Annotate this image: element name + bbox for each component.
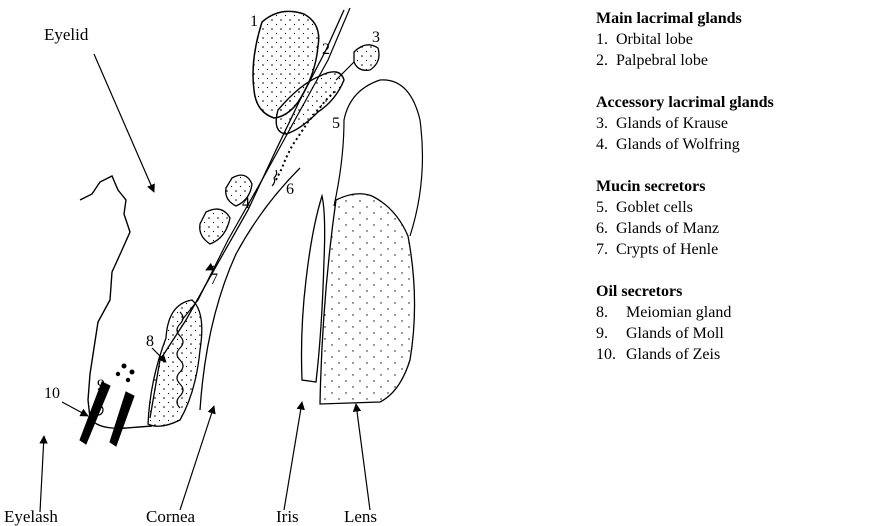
lens-arrow	[356, 404, 370, 510]
glands-of-zeis	[93, 405, 103, 415]
glands-of-krause	[354, 45, 379, 71]
meibomian-gland	[148, 300, 202, 426]
marker-4: 4	[242, 195, 250, 212]
eyelash-arrow	[40, 436, 44, 512]
legend-item: 2. Palpebral lobe	[596, 50, 891, 71]
legend-group-title: Accessory lacrimal glands	[596, 92, 891, 113]
cornea-arrow	[180, 406, 214, 510]
marker-5: 5	[332, 115, 340, 132]
legend-group-title: Oil secretors	[596, 281, 891, 302]
glands-of-moll-c	[116, 372, 120, 376]
glands-of-moll-b	[130, 370, 135, 375]
marker-2: 2	[322, 41, 330, 58]
legend-item: 9. Glands of Moll	[596, 323, 891, 344]
legend-group-title: Main lacrimal glands	[596, 8, 891, 29]
glands-of-moll-a	[122, 364, 127, 369]
label-lens: Lens	[344, 507, 377, 526]
legend-group-oil: Oil secretors 8. Meiomian gland 9. Gland…	[596, 281, 891, 365]
marker-8: 8	[146, 333, 154, 350]
legend-item: 3. Glands of Krause	[596, 113, 891, 134]
marker-7: 7	[210, 271, 218, 288]
eye-anatomy-diagram: Eyelid Eyelash Cornea Iris Lens 1 2 3 4 …	[0, 0, 560, 526]
label-10-arrow	[62, 402, 88, 416]
marker-10: 10	[44, 385, 60, 402]
eyelid-outline	[80, 176, 152, 428]
legend-group-title: Mucin secretors	[596, 176, 891, 197]
label-iris: Iris	[276, 507, 299, 526]
legend-item: 10. Glands of Zeis	[596, 344, 891, 365]
legend-item: 8. Meiomian gland	[596, 302, 891, 323]
legend-group-accessory-lacrimal: Accessory lacrimal glands 3. Glands of K…	[596, 92, 891, 155]
legend-group-main-lacrimal: Main lacrimal glands 1. Orbital lobe 2. …	[596, 8, 891, 71]
lens-shape	[320, 194, 415, 404]
krause-duct	[336, 62, 354, 80]
legend-item: 4. Glands of Wolfring	[596, 134, 891, 155]
legend-item: 7. Crypts of Henle	[596, 239, 891, 260]
label-eyelash: Eyelash	[4, 507, 58, 526]
label-cornea: Cornea	[146, 507, 196, 526]
legend-item: 5. Goblet cells	[596, 197, 891, 218]
glands-of-moll-d	[126, 378, 130, 382]
legend-item: 6. Glands of Manz	[596, 218, 891, 239]
marker-6: 6	[286, 181, 294, 198]
marker-9: 9	[97, 377, 105, 394]
legend-panel: Main lacrimal glands 1. Orbital lobe 2. …	[596, 8, 891, 386]
marker-1: 1	[250, 13, 258, 30]
marker-3: 3	[372, 29, 380, 46]
iris-arrow	[284, 402, 302, 510]
legend-group-mucin: Mucin secretors 5. Goblet cells 6. Gland…	[596, 176, 891, 260]
eyelid-arrow	[94, 54, 154, 192]
label-eyelid: Eyelid	[44, 25, 89, 44]
legend-item: 1. Orbital lobe	[596, 29, 891, 50]
